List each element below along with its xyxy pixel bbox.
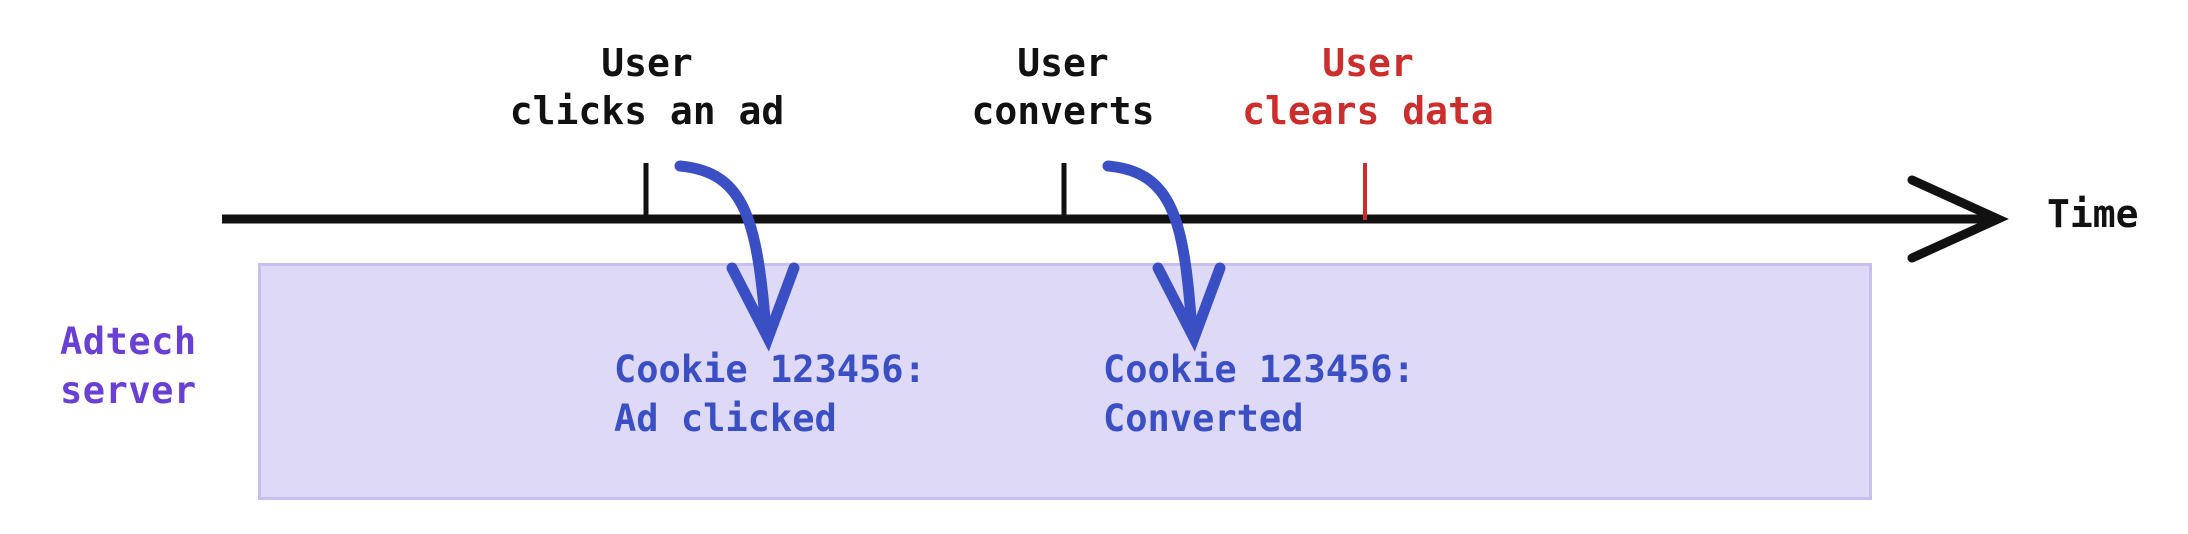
event-label-ad-click: User clicks an ad xyxy=(509,41,785,133)
connector-conversion xyxy=(1102,160,1198,336)
time-axis-label: Time xyxy=(2047,192,2139,236)
event-label-data-clear: User clears data xyxy=(1242,41,1494,133)
connector-ad-click xyxy=(674,160,772,336)
arrowhead-conversion xyxy=(1152,262,1226,352)
log-entry-converted: Cookie 123456: Converted xyxy=(1103,348,1415,440)
adtech-server-label: Adtech server xyxy=(60,320,197,412)
arrowhead-ad-click xyxy=(726,262,800,352)
time-axis-arrowhead xyxy=(1907,175,2009,263)
log-entry-ad-clicked: Cookie 123456: Ad clicked xyxy=(614,348,926,440)
adtech-server-box xyxy=(258,263,1872,500)
event-label-conversion: User converts xyxy=(971,41,1155,133)
